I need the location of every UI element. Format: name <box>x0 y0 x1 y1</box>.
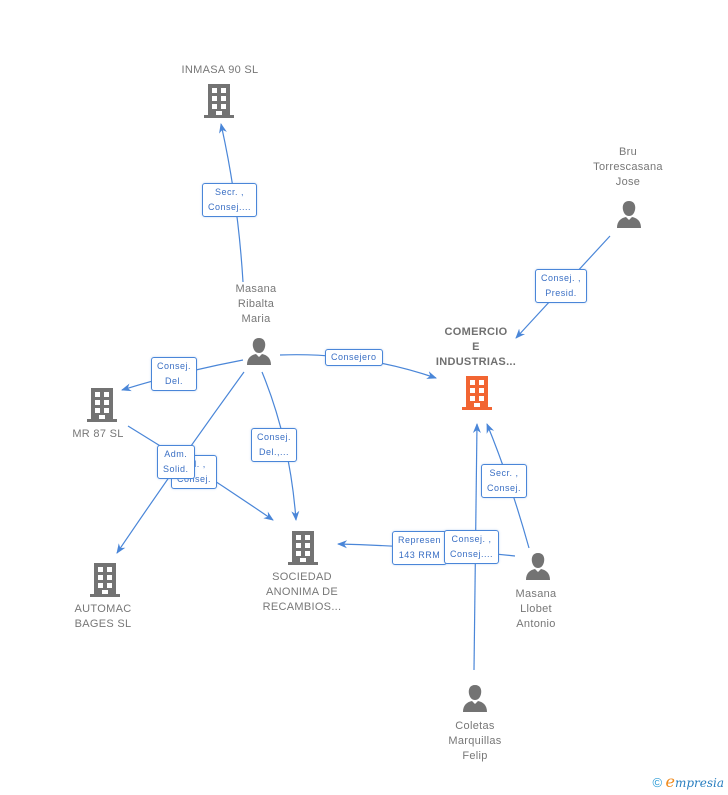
footer-brand[interactable]: © empresia <box>653 772 724 791</box>
building-icon[interactable] <box>86 388 118 422</box>
edge-label-masana-llobet-sociedad[interactable]: Represen 143 RRM <box>392 531 448 565</box>
building-icon-focus[interactable] <box>461 376 493 410</box>
node-label-automac[interactable]: AUTOMAC BAGES SL <box>74 603 132 630</box>
building-icon[interactable] <box>203 84 235 118</box>
building-icon[interactable] <box>89 563 121 597</box>
edge-label-masana-ribalta-sociedad[interactable]: Consej. Del.,... <box>251 428 298 462</box>
brand-logo: empresia <box>665 772 724 791</box>
copyright-icon: © <box>652 775 663 790</box>
node-label-mr87[interactable]: MR 87 SL <box>72 428 124 440</box>
edge-label-coletas-comercio[interactable]: Consej. , Consej.... <box>444 530 500 564</box>
node-label-sociedad[interactable]: SOCIEDAD ANONIMA DE RECAMBIOS... <box>262 571 342 613</box>
person-icon[interactable] <box>523 552 553 582</box>
edge-label-masana-llobet-comercio[interactable]: Secr. , Consej. <box>481 464 528 498</box>
node-label-masana-ribalta[interactable]: Masana Ribalta Maria <box>235 283 277 325</box>
edge-label-masana-ribalta-automac[interactable]: Adm. Solid. <box>157 445 195 479</box>
edge-label-masana-ribalta-mr87[interactable]: Consej. Del. <box>151 357 198 391</box>
building-icon[interactable] <box>287 531 319 565</box>
edge-label-masana-ribalta-comercio[interactable]: Consejero <box>325 349 383 366</box>
node-label-coletas[interactable]: Coletas Marquillas Felip <box>448 720 502 762</box>
node-label-bru[interactable]: Bru Torrescasana Jose <box>593 146 663 188</box>
person-icon[interactable] <box>614 200 644 230</box>
node-label-masana-llobet[interactable]: Masana Llobet Antonio <box>515 588 557 630</box>
node-label-inmasa[interactable]: INMASA 90 SL <box>181 64 259 76</box>
edge-label-masana-ribalta-inmasa[interactable]: Secr. , Consej.... <box>202 183 258 217</box>
person-icon[interactable] <box>460 684 490 714</box>
edge-label-bru-comercio[interactable]: Consej. , Presid. <box>535 269 588 303</box>
person-icon[interactable] <box>244 337 274 367</box>
node-label-comercio[interactable]: COMERCIO E INDUSTRIAS... <box>435 326 517 368</box>
